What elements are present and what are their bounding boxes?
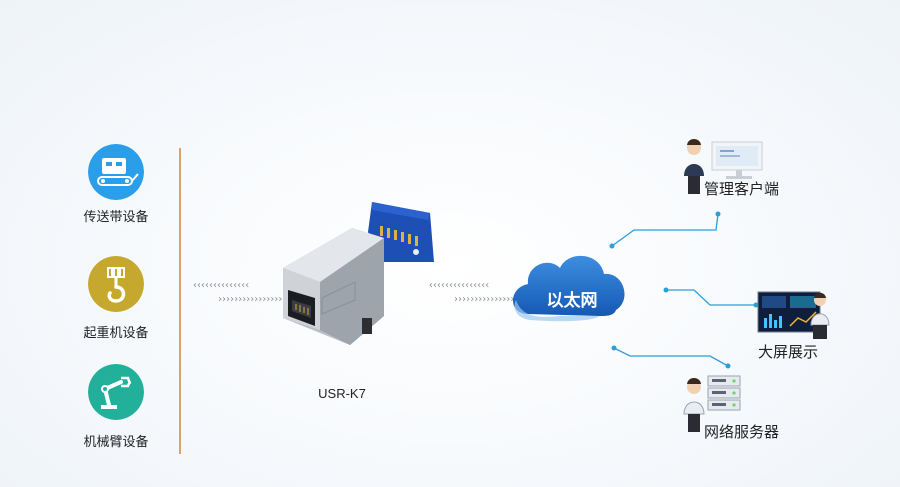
robot-arm-icon bbox=[88, 364, 144, 420]
ethernet-label: 以太网 bbox=[546, 291, 598, 311]
endpoint-label-big-screen: 大屏展示 bbox=[758, 343, 819, 361]
device-label-conveyor: 传送带设备 bbox=[83, 210, 149, 225]
endpoint-label-server: 网络服务器 bbox=[704, 423, 780, 441]
arrow-left-chevrons: ‹‹‹‹‹‹‹‹‹‹‹‹‹‹ bbox=[192, 280, 250, 291]
device-label-crane: 起重机设备 bbox=[83, 326, 149, 341]
divider-line bbox=[179, 148, 181, 454]
crane-hook-icon bbox=[88, 256, 144, 312]
arrow-right-chevrons: ›››››››››››››››› bbox=[217, 294, 283, 305]
conveyor-icon bbox=[88, 144, 144, 200]
endpoint-label-admin: 管理客户端 bbox=[704, 180, 780, 198]
device-label-robot-arm: 机械臂设备 bbox=[83, 435, 149, 450]
arrow-left-chevrons: ‹‹‹‹‹‹‹‹‹‹‹‹‹‹‹ bbox=[428, 280, 490, 291]
arrow-right-chevrons: ››››››››››››››› bbox=[453, 294, 515, 305]
module-label: USR-K7 bbox=[318, 386, 366, 401]
